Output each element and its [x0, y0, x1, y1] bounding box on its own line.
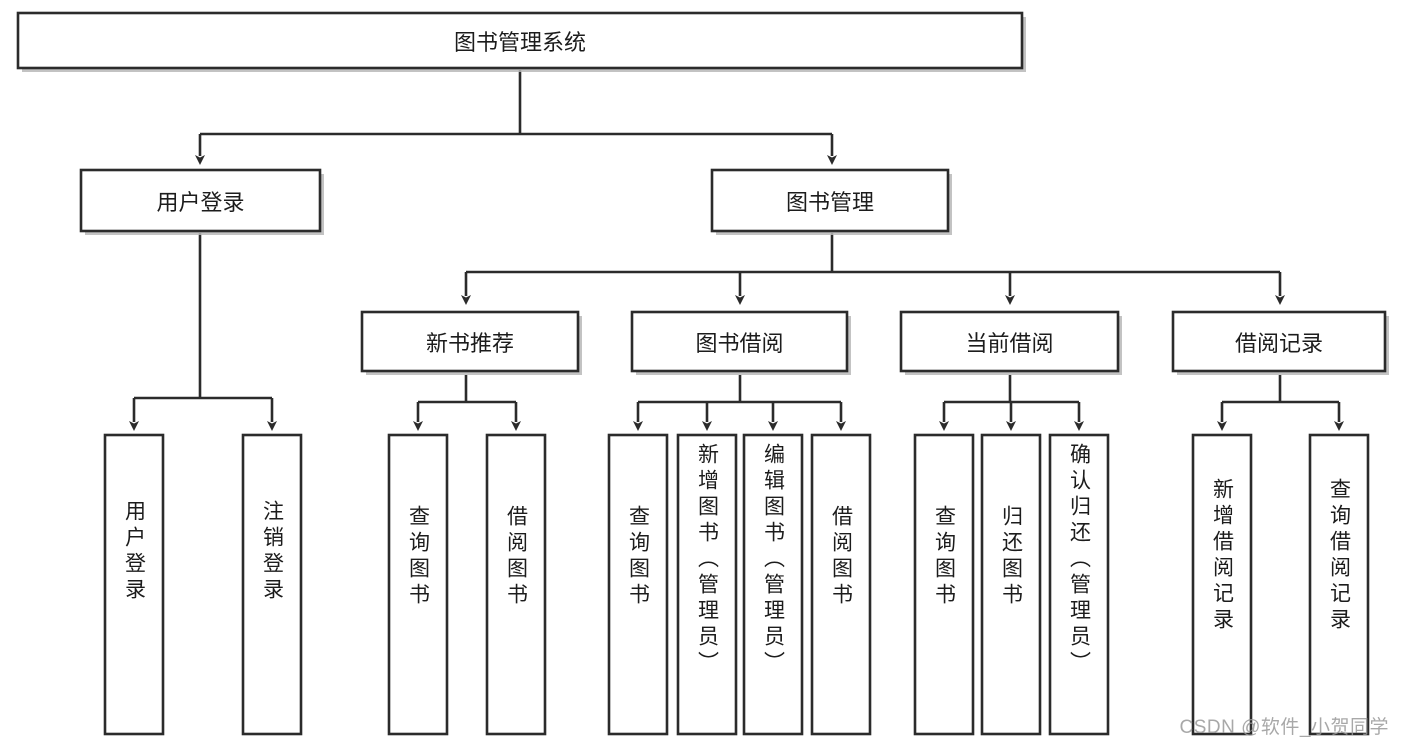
leaf-borrow-book-2-box[interactable]	[810, 433, 872, 736]
leaf-borrow-book-1-box[interactable]	[485, 433, 547, 736]
leaf-add-record-box[interactable]	[1191, 433, 1253, 736]
connector-root-to-level2	[195, 70, 837, 165]
node-book-manage-box[interactable]	[710, 168, 952, 235]
connector-bookborrow-to-leaves	[633, 375, 846, 431]
leaf-query-book-1-box[interactable]	[387, 433, 449, 736]
leaf-user-login-box[interactable]	[103, 433, 165, 736]
connector-newbook-to-leaves	[413, 375, 521, 431]
node-root-box[interactable]	[16, 11, 1026, 72]
connector-borrowrecord-to-leaves	[1217, 375, 1344, 431]
leaf-query-book-2-box[interactable]	[607, 433, 669, 736]
connector-currentborrow-to-leaves	[939, 375, 1084, 431]
leaf-add-book-box[interactable]	[676, 433, 738, 736]
leaf-query-record-box[interactable]	[1308, 433, 1370, 736]
leaf-box-group	[103, 433, 1370, 736]
node-borrow-record-box[interactable]	[1171, 310, 1389, 375]
connector-userlogin-to-leaves	[129, 233, 277, 431]
leaf-confirm-return-box[interactable]	[1048, 433, 1110, 736]
node-book-borrow-box[interactable]	[630, 310, 851, 375]
leaf-user-logout-box[interactable]	[241, 433, 303, 736]
connector-bookmanage-to-level3	[461, 233, 1285, 305]
node-new-book-recommend-box[interactable]	[360, 310, 582, 375]
leaf-query-book-3-box[interactable]	[913, 433, 975, 736]
leaf-return-book-box[interactable]	[980, 433, 1042, 736]
node-current-borrow-box[interactable]	[899, 310, 1122, 375]
leaf-edit-book-box[interactable]	[742, 433, 804, 736]
node-user-login-box[interactable]	[79, 168, 324, 235]
